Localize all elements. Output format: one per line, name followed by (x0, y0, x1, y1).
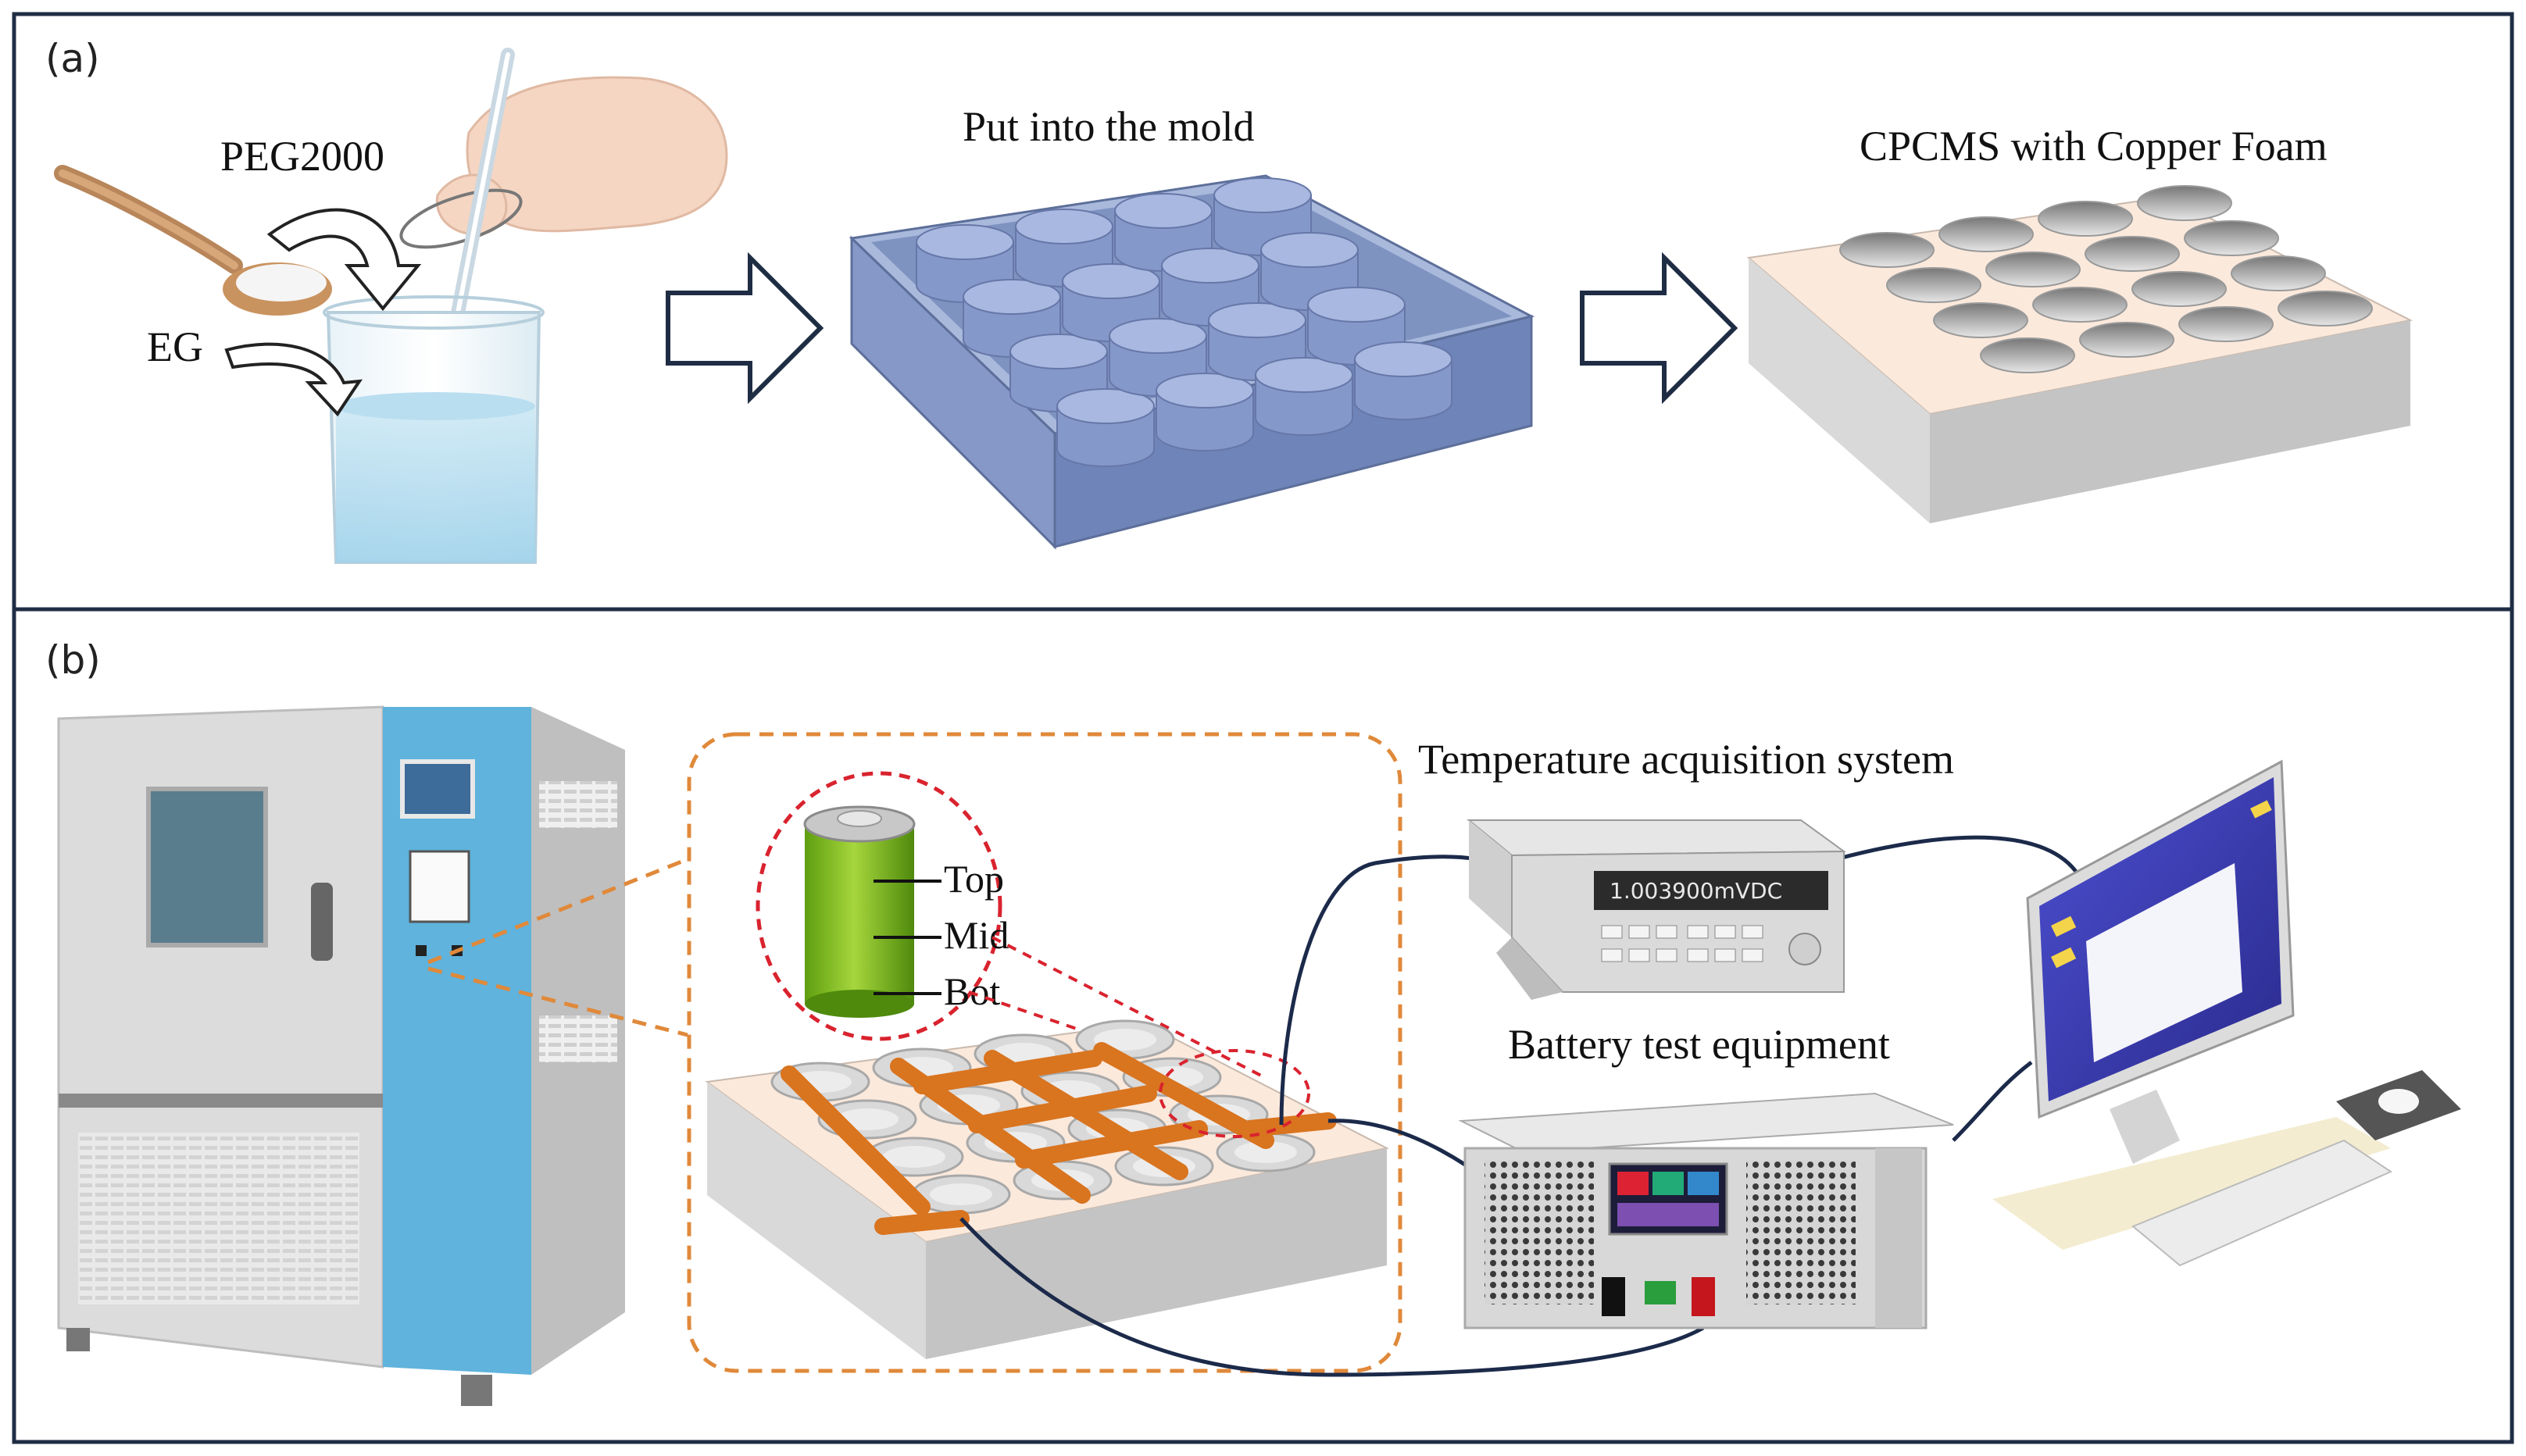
foam-hole (1933, 302, 2028, 338)
label-temperature-acquisition: Temperature acquisition system (1418, 736, 1954, 783)
foam-hole (2038, 201, 2133, 237)
mold-cylinder-top (1213, 177, 1312, 213)
copper-tab-connectors (781, 1042, 1337, 1235)
foam-hole (1886, 267, 1981, 303)
module-cell-cap (1234, 1141, 1297, 1163)
meter-display-readout: 1.003900mVDC (1610, 878, 1782, 904)
detail-connector-line (968, 990, 1142, 1052)
mold-cylinder-top (1255, 357, 1353, 393)
foam-hole (1938, 216, 2034, 252)
foam-hole (2137, 185, 2232, 221)
label-eg: EG (147, 323, 203, 370)
mold-cylinder-top (916, 224, 1014, 260)
mold-cylinder-top (1114, 193, 1213, 229)
process-arrow-2 (1580, 252, 1738, 405)
sensor-position-ticks (874, 880, 941, 995)
foam-hole (2178, 306, 2274, 342)
battery-cell-illustration (803, 805, 916, 1018)
hand-illustration (399, 76, 728, 249)
cpcms-block-illustration (1746, 185, 2413, 523)
mold-cylinder-top (1156, 373, 1254, 409)
mold-cylinder-top (1015, 209, 1113, 244)
label-mid: Mid (944, 913, 1009, 957)
process-arrow-1 (666, 252, 824, 405)
beaker-illustration (323, 295, 545, 564)
thermal-chamber-illustration (57, 705, 625, 1406)
eg-curved-arrow (224, 342, 363, 417)
temperature-acquisition-device: 1.003900mVDC (1467, 819, 1847, 1000)
foam-hole (2184, 220, 2279, 256)
spoon-illustration (54, 165, 332, 316)
mold-cylinder-top (1161, 248, 1259, 284)
foam-hole (2079, 322, 2174, 358)
peg-curved-arrow (266, 208, 422, 312)
module-cell-cap (930, 1183, 992, 1205)
panel-b-frame (12, 607, 2514, 1444)
foam-hole (2085, 236, 2180, 272)
computer-illustration (1992, 759, 2461, 1267)
label-top: Top (944, 857, 1004, 901)
label-bot: Bot (944, 969, 1000, 1013)
callout-line-bottom (427, 966, 688, 1037)
foam-hole (1839, 232, 1935, 268)
label-put-into-mold: Put into the mold (963, 103, 1255, 150)
label-peg2000: PEG2000 (220, 133, 384, 180)
foam-hole (1985, 252, 2081, 287)
battery-detail-circle (756, 771, 1002, 1041)
panel-a-tag: (a) (45, 36, 100, 81)
foam-hole (2032, 287, 2128, 323)
mold-cylinder-top (1109, 318, 1207, 354)
label-cpcms: CPCMS with Copper Foam (1860, 123, 2328, 170)
zoom-callout-box (687, 732, 1402, 1373)
panel-b-tag: (b) (45, 637, 101, 683)
mold-illustration (849, 174, 1535, 550)
mold-cylinder-top (1354, 341, 1452, 377)
mold-cylinder-top (1009, 334, 1108, 369)
label-battery-test-equipment: Battery test equipment (1508, 1021, 1890, 1068)
mold-cylinder-top (1208, 302, 1306, 338)
module-cell-cap (883, 1146, 945, 1168)
mold-cylinder-top (1307, 287, 1406, 323)
foam-hole (2131, 271, 2227, 307)
foam-hole (2231, 255, 2326, 291)
battery-test-device (1458, 1092, 1954, 1329)
mold-cylinder-top (1056, 388, 1155, 424)
foam-hole (1980, 337, 2075, 373)
mold-cylinder-top (963, 279, 1061, 315)
battery-module-illustration (705, 1019, 1389, 1359)
foam-hole (2278, 291, 2373, 327)
mold-cylinder-top (1260, 232, 1359, 268)
mold-cylinder-top (1062, 263, 1160, 299)
